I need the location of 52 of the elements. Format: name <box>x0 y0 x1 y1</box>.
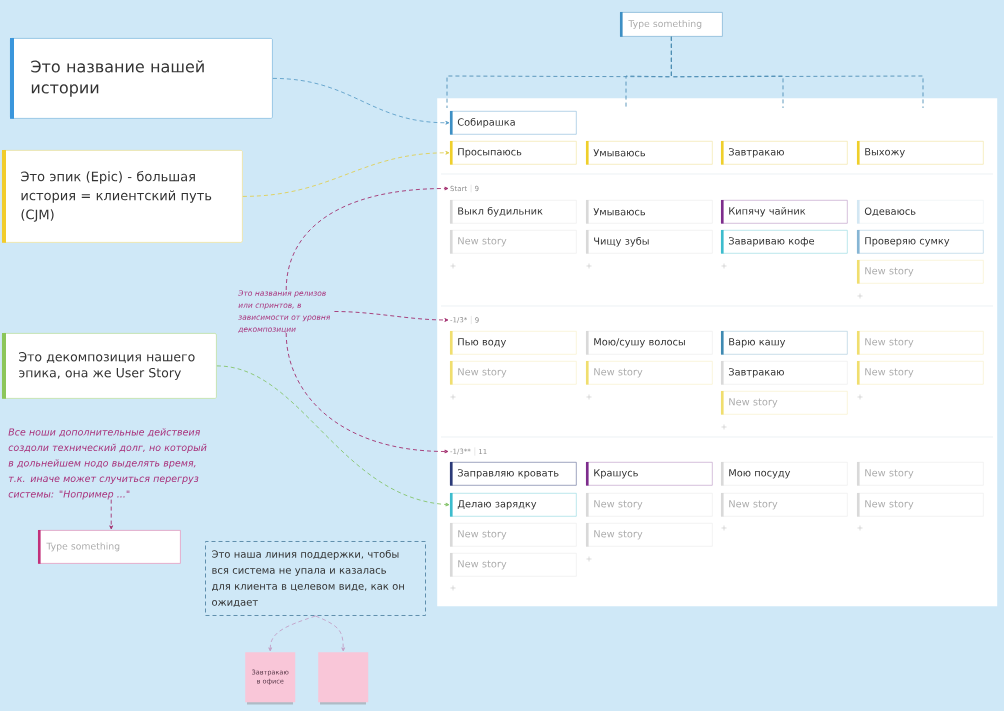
placeholder-card: New story <box>721 391 848 415</box>
placeholder-card: New story <box>857 493 984 517</box>
annotation-text: Все ноши дополнительные действеия создоли технический долг, но который в дольнейшем нодо выделять время, т.к. иначе может случиться перегруз системы: "Нопример ..." <box>8 428 207 500</box>
story-card: Заправляю кровать <box>450 462 577 486</box>
arrow <box>285 332 449 454</box>
story-card: Кипячу чайник <box>721 200 848 224</box>
placeholder-card: New story <box>857 462 984 486</box>
story-card: Выкл будильник <box>450 200 577 224</box>
arrow <box>272 77 450 125</box>
placeholder-card: New story <box>857 260 984 284</box>
dashed-note-box: Это наша линия поддержки, чтобы вся система не упала и казалась для клиента в целевом виде, как он ожидает <box>205 541 426 616</box>
placeholder-card: New story <box>450 230 577 254</box>
story-card: Проверяю сумку <box>857 230 984 254</box>
placeholder-card: Type something <box>38 530 181 564</box>
arrow <box>285 186 449 291</box>
placeholder-card: New story <box>450 361 577 385</box>
placeholder-card: New story <box>857 361 984 385</box>
placeholder-card: New story <box>450 523 577 547</box>
placeholder-card: New story <box>586 361 713 385</box>
placeholder-card: New story <box>450 553 577 577</box>
story-card: Чищу зубы <box>586 230 713 254</box>
story-card: Завтракаю <box>721 361 848 385</box>
arrow <box>216 365 450 507</box>
epic-card: Завтракаю <box>721 141 848 165</box>
placeholder-card: Type something <box>620 12 723 37</box>
story-card: Пью воду <box>450 331 577 355</box>
placeholder-card: New story <box>586 523 713 547</box>
story-card: Умываюсь <box>586 200 713 224</box>
story-card: Крашусь <box>586 462 713 486</box>
arrow <box>268 615 316 652</box>
arrow <box>242 150 450 197</box>
story-card: Делаю зарядку <box>450 493 577 517</box>
epic-card: Выхожу <box>857 141 984 165</box>
callout-box: Это декомпозиция нашего эпика, она же User Story <box>2 333 217 399</box>
placeholder-card: New story <box>857 331 984 355</box>
epic-card: Просыпаюсь <box>450 141 577 165</box>
story-card: Одеваюсь <box>857 200 984 224</box>
placeholder-card: New story <box>586 493 713 517</box>
callout-box: Это название нашей истории <box>10 38 273 119</box>
story-card: Мою посуду <box>721 462 848 486</box>
connector-line <box>670 36 924 109</box>
sticky-note <box>318 652 369 705</box>
callout-box: Это эпик (Epic) - большая история = клиентский путь (CJM) <box>2 150 243 243</box>
arrow <box>333 311 449 322</box>
arrow <box>315 615 346 652</box>
story-card: Варю кашу <box>721 331 848 355</box>
arrow <box>109 499 114 530</box>
title-card: Собирашка <box>450 111 577 135</box>
story-card: Мою/сушу волосы <box>586 331 713 355</box>
epic-card: Умываюсь <box>586 141 713 165</box>
placeholder-card: New story <box>721 493 848 517</box>
story-card: Завариваю кофе <box>721 230 848 254</box>
